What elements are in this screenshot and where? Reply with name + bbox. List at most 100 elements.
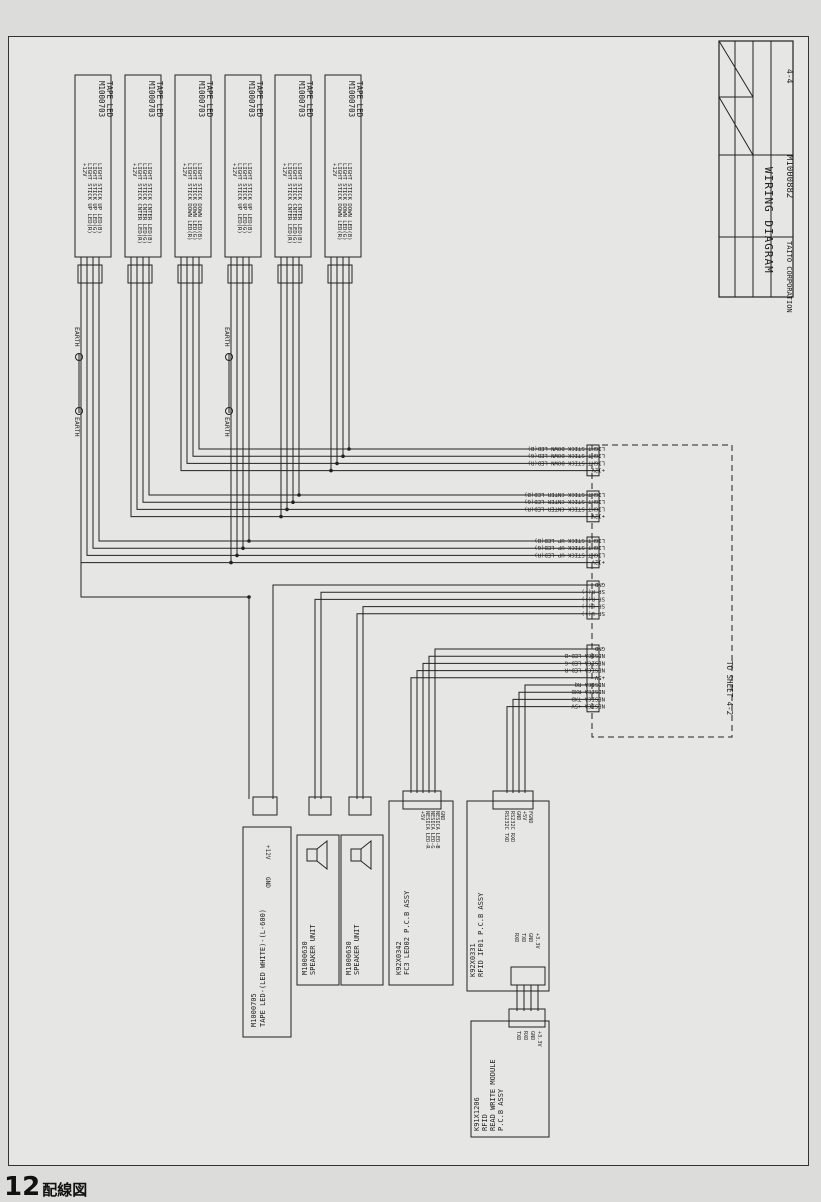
led-connector — [177, 264, 203, 284]
led-board-name: M1000703 — [297, 81, 306, 117]
svg-text:READ WRITE MODULE: READ WRITE MODULE — [489, 1059, 497, 1131]
module-pin-label: RXD — [522, 1031, 528, 1040]
wire — [192, 283, 587, 457]
led-pin-label: +12V — [231, 163, 237, 177]
pcb-pin-label: +5V — [521, 811, 527, 820]
connector-pin-label: NESICA RQ — [574, 681, 605, 687]
tape-led-name: M1000705 — [250, 993, 258, 1027]
led-pin-label: LIGHT STICK DOWN LED(B) — [346, 163, 352, 240]
led-pin-label: +12V — [181, 163, 187, 177]
led-pin-label: LIGHT STICK CNTER LED(B) — [146, 163, 152, 244]
pcb-pin-label: RXD — [513, 933, 519, 942]
led-pin-label: +12V — [331, 163, 337, 177]
tape-led-box — [242, 826, 292, 1038]
wire — [98, 283, 587, 542]
wire — [518, 691, 587, 793]
pcb-pin-label: GND — [515, 811, 521, 820]
svg-text:GND: GND — [264, 877, 271, 888]
wire — [136, 283, 587, 510]
pcb-pin-label: RS232C RXD — [509, 811, 515, 842]
pcb-pin-label: RS232C TXD — [503, 811, 509, 842]
led-board-subtitle: TAPE LED — [305, 81, 314, 118]
svg-text:K91X1206: K91X1206 — [473, 1097, 481, 1131]
led-pin-label: LIGHT STICK UP LED(R) — [86, 163, 92, 234]
wire — [86, 283, 587, 556]
connector-pin-label: SP L(-) — [581, 603, 605, 609]
svg-text:FC3 LED02 P.C.B ASSY: FC3 LED02 P.C.B ASSY — [403, 890, 411, 975]
connector-pin-label: +12V — [591, 559, 605, 565]
connector-block — [586, 536, 600, 569]
wire — [130, 283, 587, 518]
wire — [428, 655, 587, 793]
junction-dot — [247, 539, 251, 543]
led-pin-label: LIGHT STICK CNTER LED(R) — [286, 163, 292, 244]
drawing-title: WIRING DIAGRAM — [762, 167, 775, 274]
wire — [362, 606, 587, 799]
connector-block — [586, 444, 600, 477]
schematic-sheet: 4-4 WIRING DIAGRAM M1000882 TAITO CORPOR… — [8, 36, 809, 1166]
led-pin-label: LIGHT STICK DOWN LED(G) — [341, 163, 347, 240]
connector-pin-label: GND — [594, 581, 605, 587]
led-board-name: M1000703 — [247, 81, 256, 117]
wire — [186, 283, 587, 464]
led-pin-label: LIGHT STICK UP LED(B) — [96, 163, 102, 234]
wire — [80, 283, 587, 564]
lower-components: +12V GND M1000705 TAPE LED-(LED WHITE)-(… — [242, 790, 550, 1138]
led-connector — [327, 264, 353, 284]
connector-pin-label: LIGHT STICK CNTER LED(B) — [524, 491, 605, 497]
led-board-subtitle: TAPE LED — [205, 81, 214, 118]
led-connector — [127, 264, 153, 284]
speaker-icon — [306, 848, 318, 862]
wire — [314, 598, 587, 799]
earth-symbols: EARTH EARTH EARTH EARTH — [73, 327, 233, 437]
svg-text:K92X0342: K92X0342 — [395, 941, 403, 975]
connector-pin-label: SP R(+) — [581, 595, 605, 601]
junction-dot — [291, 500, 295, 505]
led-pin-label: LIGHT STICK UP LED(B) — [246, 163, 252, 234]
wire — [410, 677, 587, 793]
connector-pin-label: LIGHT STICK DOWN LED(G) — [528, 452, 605, 458]
svg-text:M1000630: M1000630 — [301, 941, 309, 975]
wire — [512, 698, 587, 793]
led-pin-label: +12V — [281, 163, 287, 177]
connector-pin-label: LIGHT STICK CNTER LED(R) — [524, 505, 605, 511]
led-board-subtitle: TAPE LED — [255, 81, 264, 118]
wire — [416, 670, 587, 793]
earth-label: EARTH — [73, 327, 81, 347]
pcb-pin-label: +5V — [419, 811, 425, 820]
pcb-pin-label: NESICA LED-R — [424, 811, 430, 849]
connector-block — [586, 490, 600, 523]
led-pcb-box — [388, 800, 454, 986]
wiring-diagram: 4-4 WIRING DIAGRAM M1000882 TAITO CORPOR… — [73, 40, 794, 1138]
led-pin-label: LIGHT STICK UP LED(G) — [91, 163, 97, 234]
module-pin-label: GND — [529, 1031, 535, 1040]
led-connector — [77, 264, 103, 284]
svg-text:K92X0331: K92X0331 — [469, 943, 477, 977]
speaker-icon — [350, 848, 362, 862]
module-pin-label: +3.3V — [536, 1031, 542, 1047]
svg-text:RFID: RFID — [481, 1114, 489, 1131]
connector-pin-label: SP R(-) — [581, 588, 605, 594]
wire — [506, 706, 587, 793]
led-pin-label: LIGHT STICK CNTER LED(G) — [291, 163, 297, 244]
connector-pin-label: NESICA LED-G — [564, 659, 605, 665]
junction-dot — [279, 514, 283, 519]
wire — [422, 662, 587, 793]
pcb-pin-label: TXD — [520, 933, 526, 942]
company-name: TAITO CORPORATION — [785, 241, 793, 313]
wire — [320, 591, 587, 799]
junction-dot — [297, 493, 301, 497]
connector-pin-label: +12V — [591, 467, 605, 473]
connector-pin-label: LIGHT STICK CNTER LED(G) — [524, 498, 605, 504]
led-connector — [227, 264, 253, 284]
led-pin-label: LIGHT STICK DOWN LED(R) — [336, 163, 342, 240]
rfid-if-pcb-box — [466, 800, 550, 992]
wire — [80, 283, 249, 598]
tape-led-desc: TAPE LED-(LED WHITE)-(L-600) — [259, 909, 267, 1027]
